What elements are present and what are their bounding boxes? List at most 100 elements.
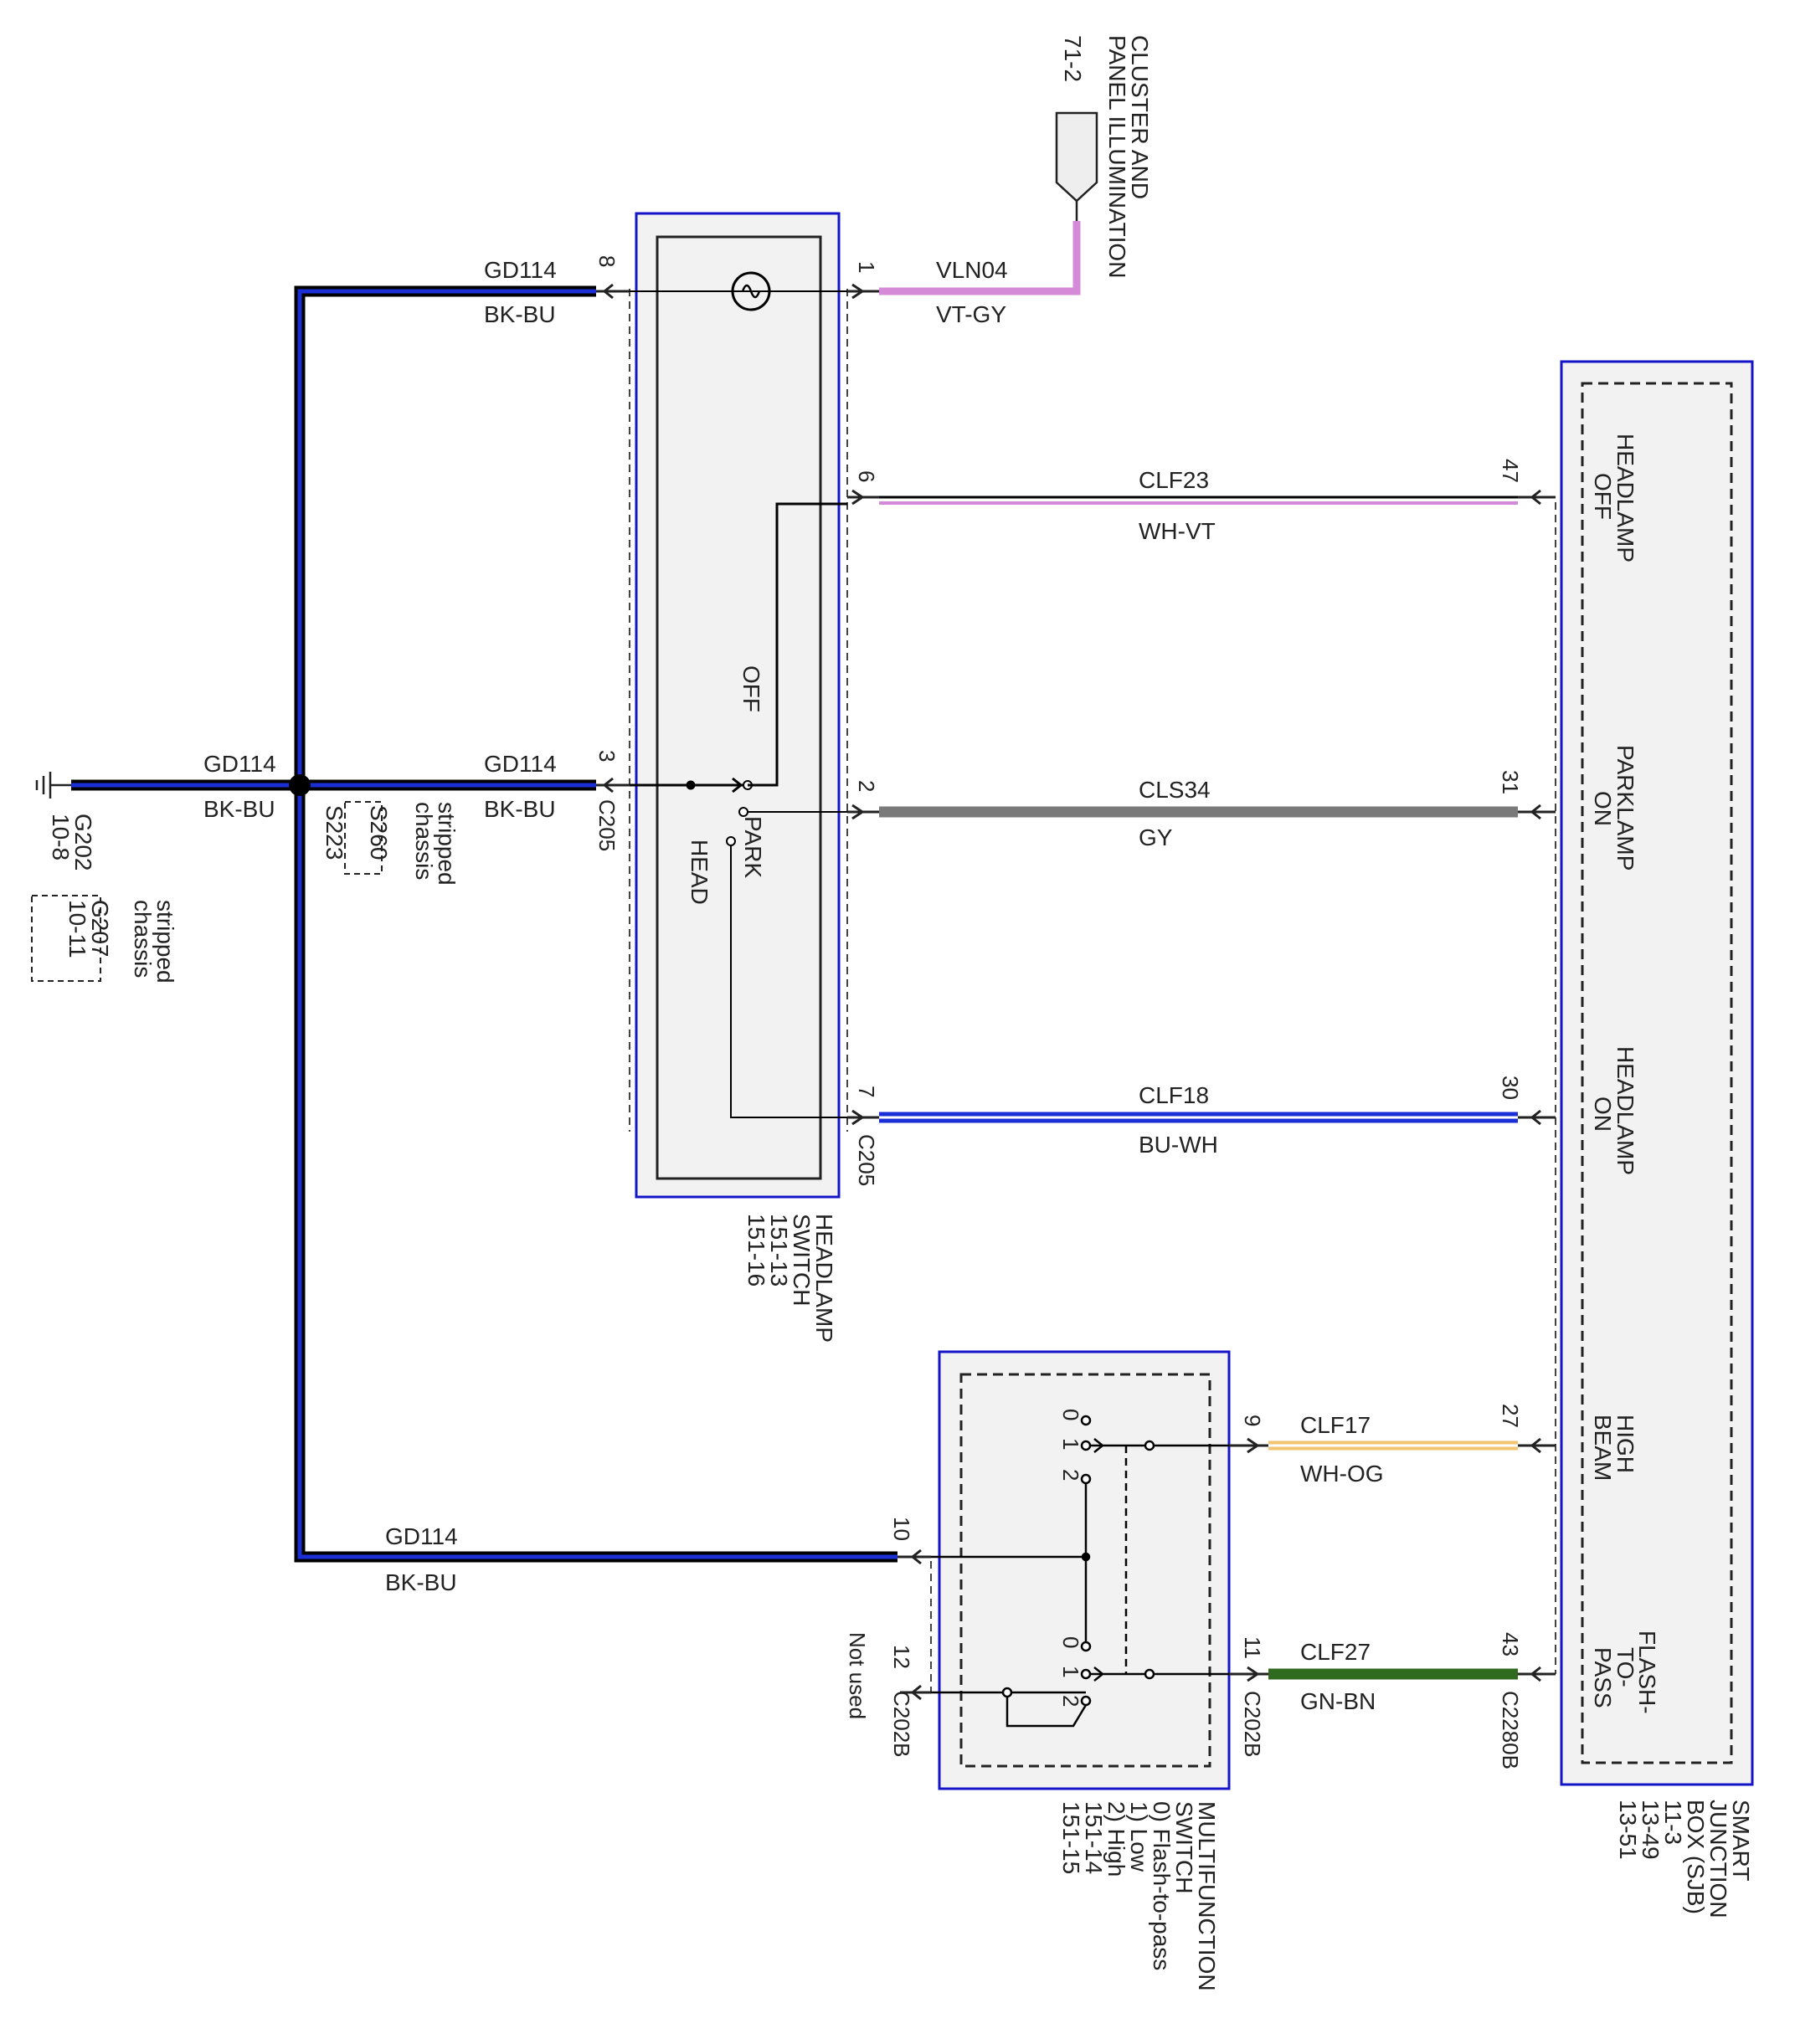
sjb-title: JUNCTION (1705, 1800, 1731, 1918)
wire-label-circuit: CLF17 (1300, 1412, 1371, 1438)
mfs-pos-label: 1 (1058, 1438, 1083, 1450)
sjb-pin-label: HEADLAMP (1612, 1046, 1638, 1175)
switch-pos-head: HEAD (687, 840, 712, 905)
sjb-pin-label: FLASH- (1634, 1631, 1660, 1714)
sjb-title: SMART (1728, 1800, 1754, 1882)
ground-g202-icon (35, 772, 71, 799)
smart-junction-box[interactable] (1555, 360, 1754, 1786)
wire-label-circuit: CLF18 (1139, 1082, 1209, 1108)
pin-number: 11 (1240, 1636, 1265, 1659)
wire-label-circuit: CLF23 (1139, 467, 1209, 493)
pin-number: 2 (854, 780, 879, 792)
pin-number: 3 (594, 750, 620, 762)
pin-number: 1 (854, 261, 879, 273)
mfs-option: 2) High (1103, 1801, 1129, 1877)
pin-number: 30 (1498, 1076, 1523, 1100)
mfs-pos-label: 2 (1058, 1469, 1083, 1481)
connector-stubs (596, 290, 1556, 1694)
mfs-option: 1) Low (1126, 1801, 1152, 1872)
ground-note: chassis (130, 900, 156, 978)
wire-label-circuit: CLS34 (1139, 777, 1211, 803)
splice-note: stripped (434, 802, 460, 886)
cluster-ref: 71-2 (1060, 35, 1086, 82)
wire-label-color: BK-BU (385, 1569, 457, 1595)
sjb-pin-label: HIGH (1612, 1415, 1638, 1473)
not-used-label: Not used (845, 1632, 870, 1719)
sjb-title: BOX (SJB) (1683, 1800, 1709, 1914)
wire-label-circuit: GD114 (203, 751, 276, 777)
ground-note: stripped (152, 900, 178, 983)
pin-number: 43 (1498, 1632, 1523, 1656)
mfs-ref: 151-14 (1081, 1801, 1107, 1874)
sjb-pin-label: ON (1590, 1096, 1616, 1132)
pin-number: 27 (1498, 1404, 1523, 1428)
ground-ref: 10-11 (64, 900, 90, 958)
wire-label-circuit: GD114 (484, 257, 557, 283)
cluster-connector (1055, 111, 1098, 203)
cluster-title: PANEL ILLUMINATION (1104, 35, 1130, 278)
headlamp-switch-ref: 151-16 (743, 1214, 769, 1286)
switch-pos-off: OFF (738, 665, 764, 712)
sjb-pin-label: BEAM (1590, 1415, 1616, 1481)
wire-label-color: GN-BN (1300, 1688, 1376, 1714)
mfs-pos-label: 2 (1058, 1695, 1083, 1707)
sjb-pin-label: PARKLAMP (1612, 745, 1638, 870)
switch-pos-park: PARK (740, 816, 766, 878)
wire-label-circuit: GD114 (484, 751, 557, 777)
wire-label-color: BK-BU (484, 796, 556, 822)
sjb-pin-label: HEADLAMP (1612, 434, 1638, 562)
sjb-pin-label: ON (1590, 791, 1616, 826)
wire-label-color: WH-VT (1139, 518, 1216, 544)
splice-note: chassis (411, 802, 437, 880)
splice-id: S223 (321, 805, 347, 860)
mfs-pos-label: 1 (1058, 1666, 1083, 1677)
sjb-pin-label: PASS (1590, 1647, 1616, 1708)
g207-box (31, 895, 101, 982)
sjb-ref: 11-3 (1660, 1800, 1686, 1845)
wire-clf23[interactable] (879, 496, 1518, 505)
wire-label-circuit: VLN04 (936, 257, 1008, 283)
wire-label-circuit: CLF27 (1300, 1639, 1371, 1665)
sjb-ref: 13-49 (1638, 1800, 1664, 1860)
mfs-pos-label: 0 (1058, 1636, 1083, 1648)
sjb-pin-label: OFF (1590, 473, 1616, 520)
bulb-icon (731, 271, 771, 311)
pin-number: 10 (889, 1517, 914, 1541)
pin-number: 7 (854, 1086, 879, 1097)
pin-number: 9 (1240, 1415, 1265, 1426)
ground-ref: 10-8 (48, 814, 74, 860)
mfs-title: SWITCH (1171, 1801, 1197, 1893)
pin-number: 6 (854, 470, 879, 482)
sjb-ref: 13-51 (1615, 1800, 1641, 1860)
ground-id: G202 (70, 814, 96, 871)
connector-id: C202B (889, 1691, 914, 1758)
connector-id: C205 (854, 1134, 879, 1186)
wire-label-color: VT-GY (936, 301, 1006, 327)
pin-number: 8 (594, 255, 620, 267)
splice-id: S260 (366, 805, 392, 860)
pin-number: 47 (1498, 459, 1523, 483)
mfs-ref: 151-15 (1058, 1801, 1084, 1874)
wire-gd114-ground[interactable] (71, 285, 898, 1563)
splice-s223-dot (289, 774, 311, 796)
headlamp-switch-title: HEADLAMP (811, 1214, 837, 1343)
headlamp-switch-title: SWITCH (789, 1214, 815, 1306)
wire-label-color: BU-WH (1139, 1132, 1218, 1158)
wire-vln04[interactable] (879, 221, 1081, 295)
connector-id: C202B (1240, 1691, 1265, 1758)
s260-box (344, 801, 383, 875)
connector-id: C2280B (1498, 1691, 1523, 1769)
multifunction-switch-internals (931, 1415, 1229, 1728)
mfs-pos-label: 0 (1058, 1409, 1083, 1420)
mfs-option: 0) Flash-to-pass (1149, 1801, 1175, 1970)
cluster-title: CLUSTER AND (1127, 35, 1153, 199)
mfs-title: MULTIFUNCTION (1194, 1801, 1220, 1991)
wire-label-color: WH-OG (1300, 1461, 1384, 1487)
pin-number: 31 (1498, 770, 1523, 794)
wire-label-color: GY (1139, 824, 1173, 850)
headlamp-switch[interactable] (629, 212, 848, 1199)
wire-label-color: BK-BU (203, 796, 275, 822)
wire-label-color: BK-BU (484, 301, 556, 327)
ground-id: G207 (87, 900, 113, 958)
